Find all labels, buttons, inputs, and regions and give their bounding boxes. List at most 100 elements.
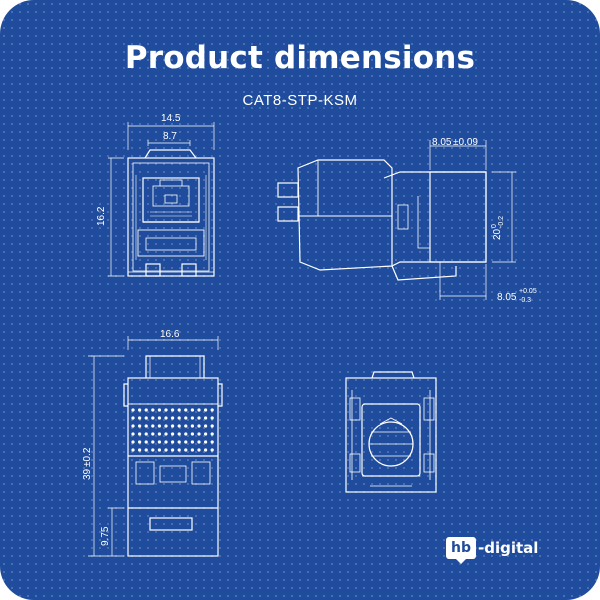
dot	[197, 448, 201, 452]
rear-view	[345, 371, 437, 493]
dot	[210, 424, 214, 428]
page-title: Product dimensions	[124, 40, 476, 76]
dot	[184, 408, 188, 412]
dot	[204, 440, 208, 444]
dot	[184, 440, 188, 444]
dot	[151, 432, 155, 436]
dot	[164, 448, 168, 452]
dim-front-height: 16.2	[96, 206, 107, 226]
dot	[138, 424, 142, 428]
dot	[164, 416, 168, 420]
dot	[164, 432, 168, 436]
dot	[164, 440, 168, 444]
dot	[157, 416, 161, 420]
dot	[190, 408, 194, 412]
dim-front-inner-width: 8.7	[163, 131, 177, 142]
dot	[171, 440, 175, 444]
dot	[138, 416, 142, 420]
dot	[138, 440, 142, 444]
dot	[131, 424, 135, 428]
dot	[171, 432, 175, 436]
brand-logo-box: hb	[446, 537, 476, 564]
front-dimension-lines	[108, 122, 215, 277]
dot	[171, 416, 175, 420]
product-model: CAT8-STP-KSM	[242, 92, 358, 109]
dot	[204, 424, 208, 428]
dot	[190, 432, 194, 436]
dot	[197, 416, 201, 420]
dot	[210, 440, 214, 444]
dot	[138, 448, 142, 452]
brand-logo: hb -digital	[446, 536, 539, 564]
dot	[204, 416, 208, 420]
dot	[131, 432, 135, 436]
dot	[171, 424, 175, 428]
dim-bottom-length-tolerance: ±0.2	[82, 447, 93, 467]
dot	[190, 440, 194, 444]
dot	[151, 440, 155, 444]
bottom-dimension-lines	[88, 336, 219, 557]
dot	[184, 448, 188, 452]
dot	[177, 408, 181, 412]
dot	[197, 432, 201, 436]
dot	[151, 408, 155, 412]
side-view	[277, 159, 487, 292]
dot	[157, 424, 161, 428]
dot	[177, 432, 181, 436]
dot	[138, 408, 142, 412]
dot	[184, 432, 188, 436]
dim-side-top: 8.05	[432, 137, 452, 148]
dot	[190, 424, 194, 428]
dot	[151, 416, 155, 420]
dot	[131, 448, 135, 452]
dot	[210, 432, 214, 436]
dot	[204, 448, 208, 452]
dot	[144, 432, 148, 436]
dot	[197, 424, 201, 428]
dim-bottom-length-group: 39 ±0.2	[82, 447, 93, 480]
brand-logo-text: -digital	[478, 539, 539, 557]
dot	[144, 408, 148, 412]
dot	[144, 440, 148, 444]
dim-side-height-tol-upper: 0	[491, 224, 498, 228]
dim-side-height: 20	[492, 228, 503, 240]
dot	[197, 440, 201, 444]
dot	[204, 432, 208, 436]
dot	[177, 448, 181, 452]
dot	[157, 408, 161, 412]
dot	[164, 424, 168, 428]
dot	[138, 432, 142, 436]
dim-front-width: 14.5	[161, 113, 181, 124]
dim-side-top-tolerance: ±0.09	[453, 137, 478, 148]
dim-side-height-group: 20 0 -0.2	[491, 216, 505, 240]
dot	[210, 416, 214, 420]
dim-side-bottom: 8.05	[497, 292, 517, 303]
dim-side-bottom-tol-upper: +0.05	[519, 288, 537, 295]
dot	[157, 432, 161, 436]
dot	[131, 440, 135, 444]
dot	[210, 448, 214, 452]
dot	[171, 408, 175, 412]
dot	[157, 440, 161, 444]
dot	[151, 448, 155, 452]
dim-side-height-tol-lower: -0.2	[498, 216, 505, 228]
dot	[131, 408, 135, 412]
dot	[131, 416, 135, 420]
dot	[184, 416, 188, 420]
dot	[190, 416, 194, 420]
dot	[144, 416, 148, 420]
dot	[177, 416, 181, 420]
dot	[171, 448, 175, 452]
dot	[210, 408, 214, 412]
dot	[197, 408, 201, 412]
side-dimension-lines	[429, 140, 516, 300]
bottom-view	[123, 355, 223, 557]
dot	[184, 424, 188, 428]
dot	[144, 424, 148, 428]
dot	[177, 424, 181, 428]
dot	[164, 408, 168, 412]
dim-bottom-tab: 9.75	[100, 526, 111, 546]
dim-bottom-length: 39	[82, 468, 93, 480]
